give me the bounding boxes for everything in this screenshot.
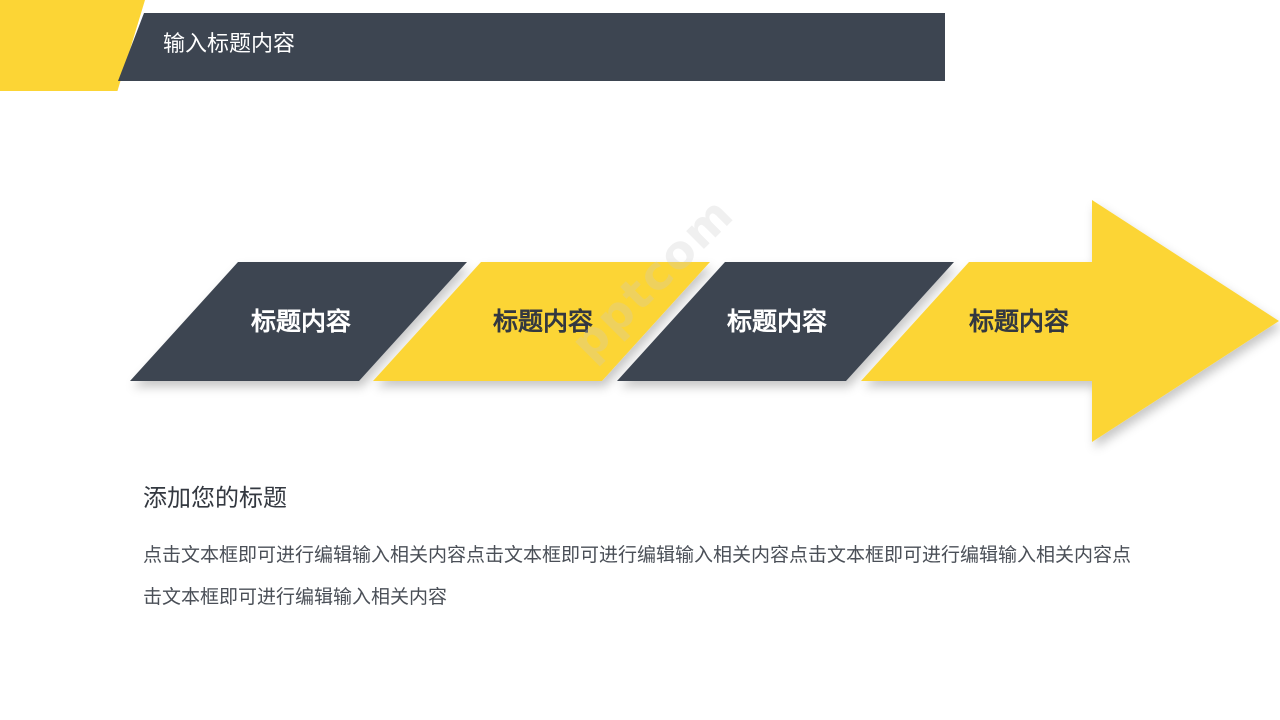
process-step-3	[617, 262, 954, 381]
section-body-text[interactable]: 点击文本框即可进行编辑输入相关内容点击文本框即可进行编辑输入相关内容点击文本框即…	[143, 544, 1132, 608]
header-title[interactable]: 输入标题内容	[163, 32, 296, 57]
process-step-label-3[interactable]: 标题内容	[727, 307, 827, 336]
process-step-1	[130, 262, 467, 381]
process-step-label-1[interactable]: 标题内容	[251, 307, 351, 336]
process-step-label-4[interactable]: 标题内容	[969, 307, 1069, 336]
process-step-arrow-4	[861, 200, 1279, 442]
process-step-label-2[interactable]: 标题内容	[493, 307, 593, 336]
labels-layer: 标题内容 标题内容 标题内容 标题内容	[251, 307, 1069, 336]
header-bar	[118, 13, 945, 81]
section-title[interactable]: 添加您的标题	[143, 484, 287, 512]
process-step-2	[373, 262, 710, 381]
shapes-layer	[130, 200, 1279, 442]
